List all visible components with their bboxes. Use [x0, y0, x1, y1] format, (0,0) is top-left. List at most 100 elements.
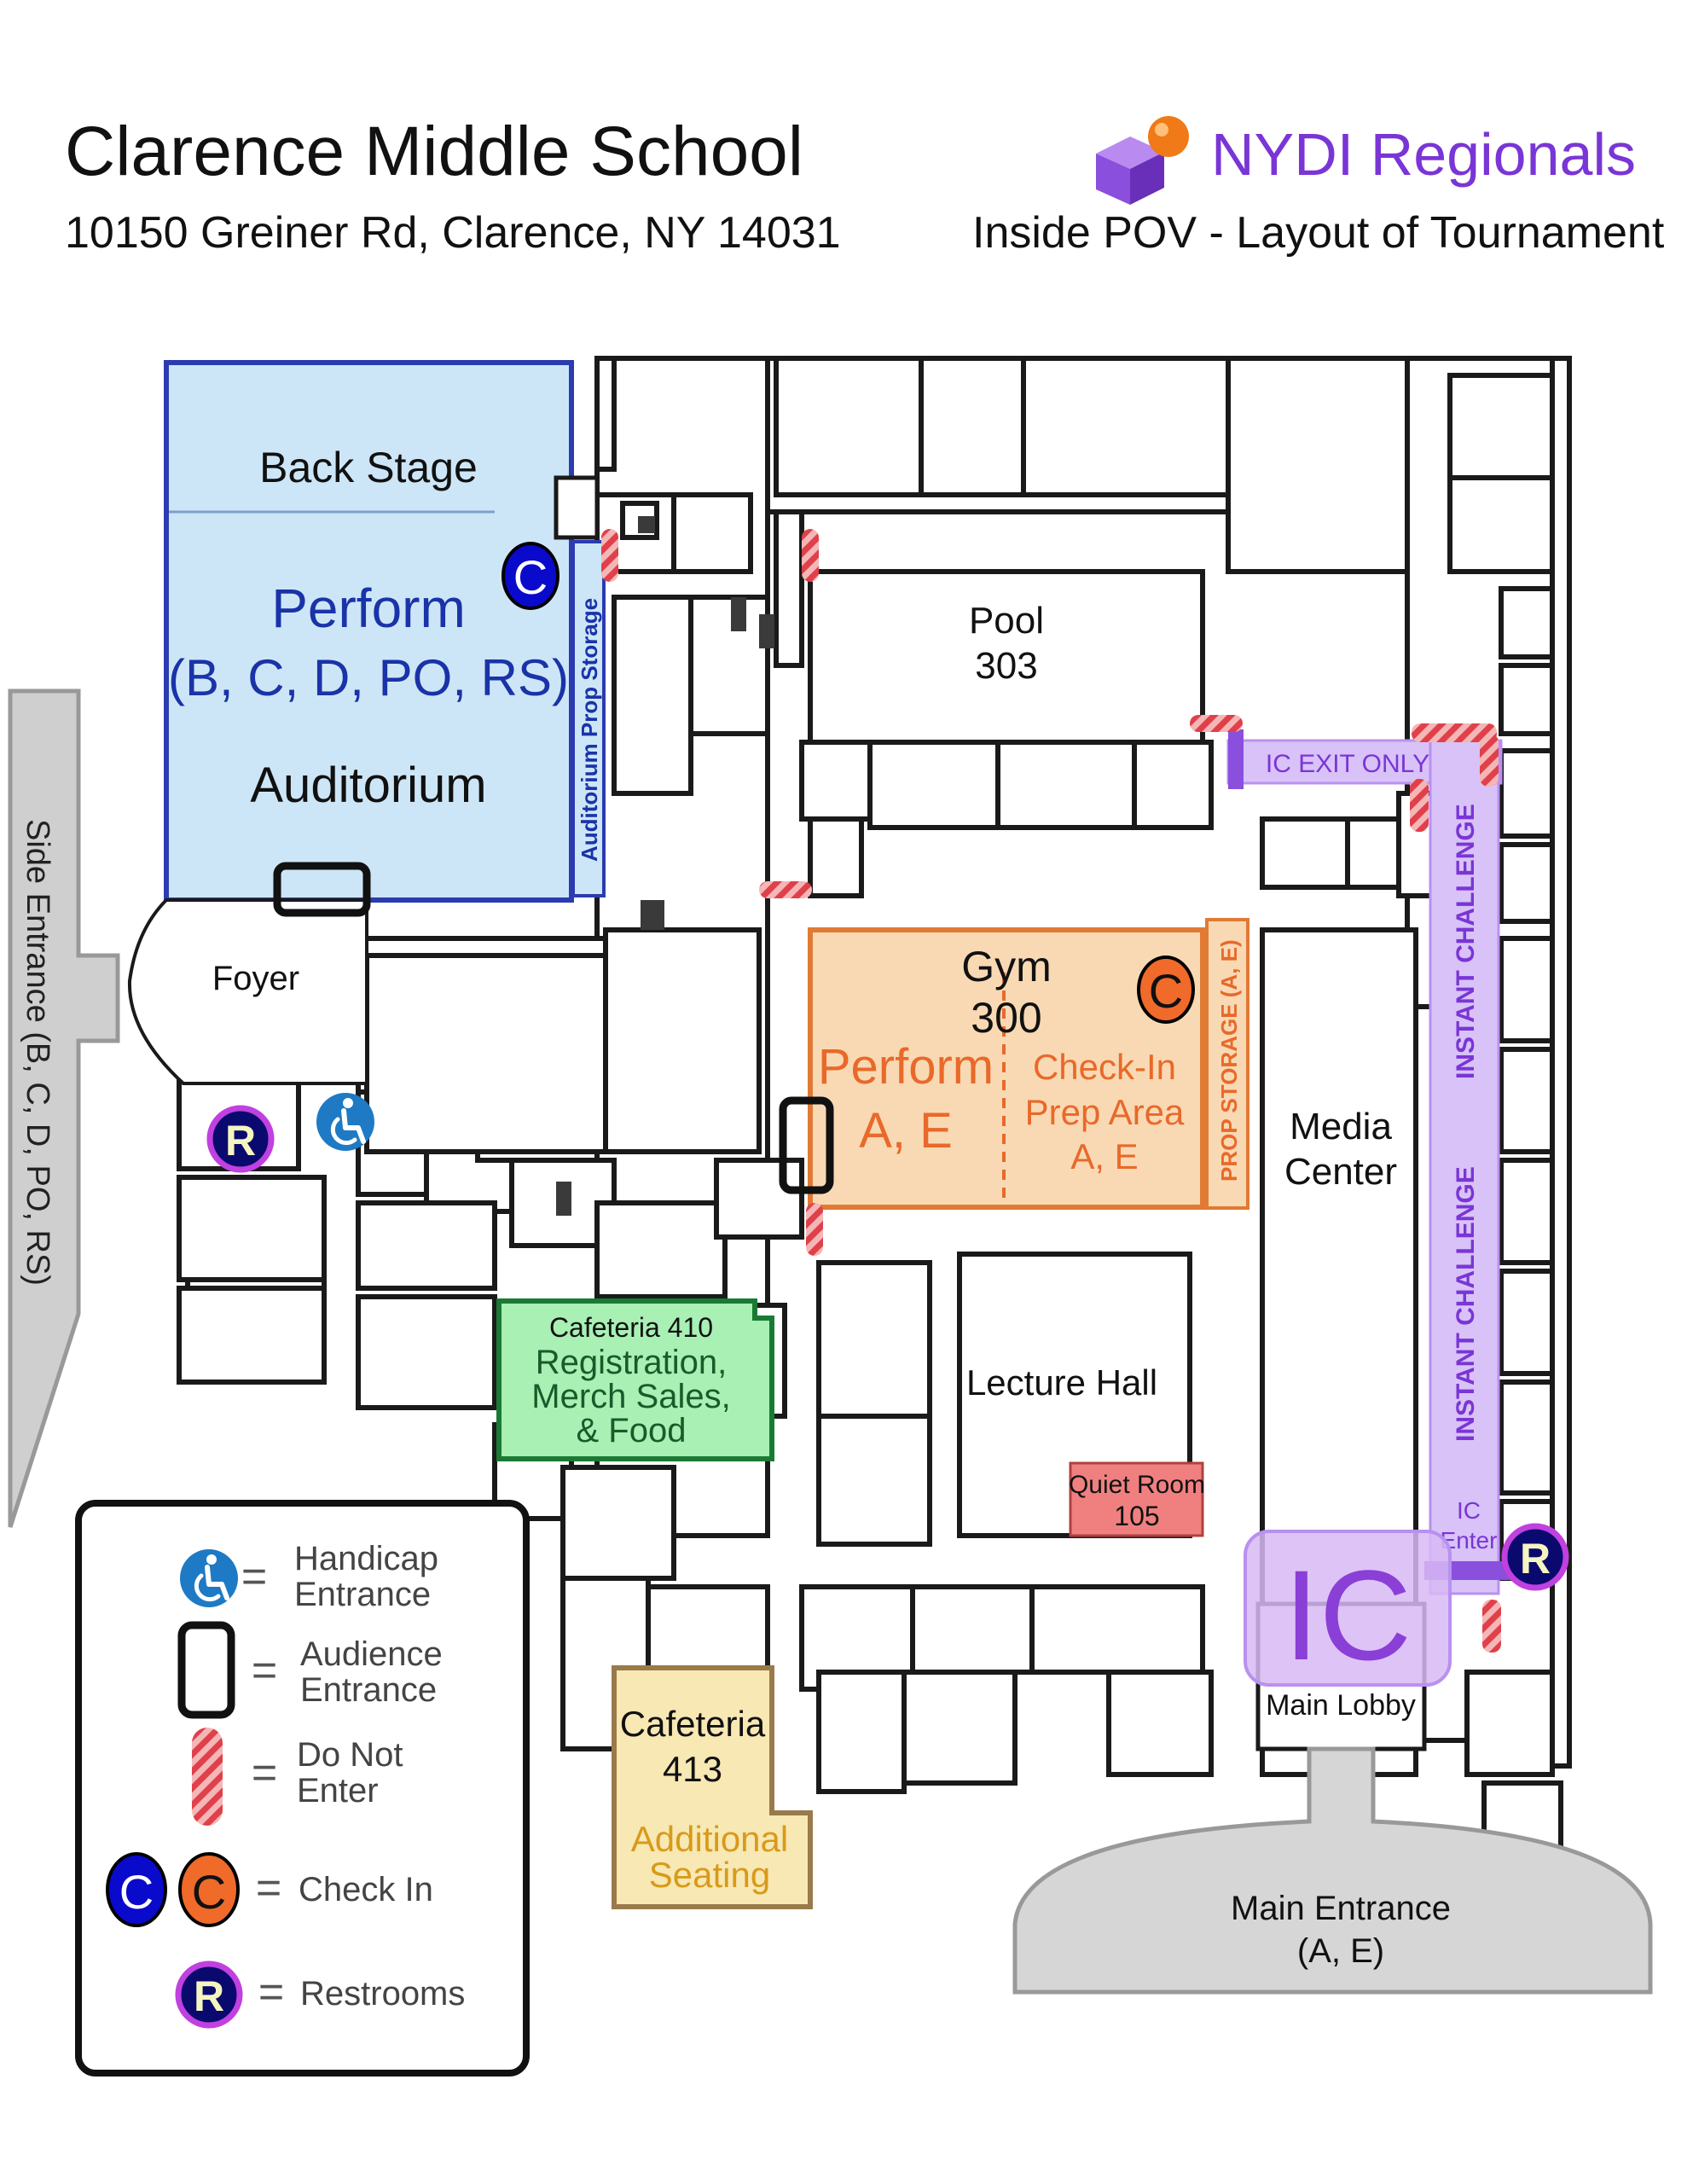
brand-name: NYDI Regionals [1211, 121, 1636, 188]
gym: Gym 300 Perform A, E Check-In Prep Area … [808, 927, 1205, 1210]
legend-equals: = [252, 1748, 277, 1798]
legend-restroom-icon: R [175, 1960, 243, 2029]
restroom-marker-letter: R [1520, 1535, 1551, 1583]
gym-number: 300 [971, 994, 1041, 1042]
instant-challenge-label-upper: INSTANT CHALLENGE [1452, 804, 1480, 1079]
legend-checkin-letter: C [119, 1865, 154, 1919]
restroom-marker: R [206, 1105, 275, 1173]
instant-challenge-label-lower: INSTANT CHALLENGE [1452, 1166, 1480, 1442]
checkin-marker-letter: C [513, 550, 548, 604]
checkin-marker-letter: C [1149, 964, 1183, 1018]
ic-exit-label: IC EXIT ONLY [1266, 750, 1429, 778]
auditorium-prop-storage-label: Auditorium Prop Storage [577, 598, 602, 862]
do-not-enter-marker [806, 1203, 823, 1256]
foyer-label: Foyer [212, 960, 299, 997]
cafeteria-410: Cafeteria 410 Registration, Merch Sales,… [496, 1298, 774, 1461]
do-not-enter-marker [1482, 1600, 1501, 1653]
checkin-area-label: Check-In [1033, 1047, 1176, 1087]
pool-number: 303 [975, 645, 1037, 687]
auditorium-prop-storage: Auditorium Prop Storage [571, 540, 606, 897]
restroom-marker: R [1501, 1523, 1569, 1591]
cafeteria-413-additional: Additional [631, 1819, 788, 1859]
legend-donot-label-2: Enter [297, 1772, 379, 1809]
audience-entrance-marker [273, 862, 371, 917]
cafeteria-413-number: 413 [663, 1749, 722, 1789]
quiet-room-number: 105 [1114, 1501, 1159, 1531]
main-entrance-divisions: (A, E) [1297, 1932, 1384, 1970]
do-not-enter-marker [1412, 723, 1497, 742]
legend-equals: = [241, 1552, 267, 1601]
ic-room-label: IC [1284, 1543, 1412, 1687]
legend-do-not-enter-icon [192, 1728, 223, 1826]
side-entrance-label: Side Entrance (B, C, D, PO, RS) [20, 819, 55, 1286]
lecture-hall-label: Lecture Hall [966, 1362, 1157, 1403]
cafeteria-410-line-4: & Food [577, 1412, 687, 1449]
legend-checkin-label: Check In [299, 1871, 433, 1908]
media-center: Media Center [1284, 1106, 1397, 1193]
restroom-marker-letter: R [225, 1117, 256, 1165]
cafeteria-410-line-3: Merch Sales, [531, 1378, 730, 1415]
main-lobby-label: Main Lobby [1266, 1689, 1416, 1722]
cafeteria-413-seating: Seating [649, 1855, 770, 1895]
do-not-enter-marker [1410, 779, 1429, 832]
auditorium-label: Auditorium [250, 758, 486, 813]
header: Clarence Middle School 10150 Greiner Rd,… [65, 113, 1665, 258]
cafeteria-410-label: Cafeteria 410 [549, 1312, 713, 1343]
legend-checkin-letter: C [192, 1865, 226, 1919]
address: 10150 Greiner Rd, Clarence, NY 14031 [65, 208, 841, 258]
legend-equals: = [256, 1863, 281, 1913]
logo-cubes-icon [1096, 116, 1189, 205]
legend-equals: = [252, 1646, 277, 1695]
instant-challenge-corridor: IC EXIT ONLY INSTANT CHALLENGE INSTANT C… [1226, 729, 1518, 1595]
main-entrance-label: Main Entrance [1231, 1890, 1451, 1927]
cafeteria-410-line-2: Registration, [536, 1344, 728, 1381]
do-not-enter-marker [759, 881, 812, 898]
side-entrance: Side Entrance (B, C, D, PO, RS) [8, 688, 120, 1528]
quiet-room: Quiet Room 105 [1069, 1461, 1205, 1537]
do-not-enter-marker [601, 529, 618, 582]
gym-prop-storage-label: PROP STORAGE (A, E) [1216, 939, 1242, 1182]
ic-enter-label: IC [1457, 1497, 1481, 1524]
media-center-label: Media [1290, 1106, 1392, 1147]
audience-entrance-marker [779, 1096, 834, 1194]
legend-checkin-orange-icon: C [178, 1852, 240, 1927]
gym-prop-storage: PROP STORAGE (A, E) [1205, 918, 1249, 1210]
page-title: Clarence Middle School [65, 113, 803, 190]
pool-label: Pool [969, 600, 1044, 642]
legend-restroom-letter: R [194, 1972, 224, 2020]
legend-restrooms-label: Restrooms [300, 1975, 465, 2013]
legend: = Handicap Entrance = Audience Entrance … [75, 1500, 530, 2077]
legend-checkin-blue-icon: C [106, 1852, 167, 1927]
auditorium: Back Stage Perform (B, C, D, PO, RS) Aud… [164, 360, 600, 903]
do-not-enter-marker [1190, 715, 1243, 732]
gym-label: Gym [961, 943, 1052, 990]
legend-handicap-label-2: Entrance [294, 1576, 431, 1613]
main-lobby: IC Main Lobby [1244, 1530, 1452, 1751]
do-not-enter-markers [601, 529, 1501, 1653]
auditorium-perform-label: Perform [271, 578, 466, 639]
legend-audience-label-2: Entrance [300, 1671, 437, 1709]
handicap-icon [316, 1093, 374, 1151]
legend-donot-label: Do Not [297, 1736, 403, 1774]
gym-perform-label: Perform [818, 1039, 994, 1095]
cafeteria-413-label: Cafeteria [620, 1704, 766, 1744]
legend-equals: = [258, 1967, 284, 2017]
media-center-label-2: Center [1284, 1151, 1397, 1193]
legend-handicap-label: Handicap [294, 1540, 438, 1577]
do-not-enter-marker [1480, 734, 1499, 787]
subtitle: Inside POV - Layout of Tournament [972, 208, 1665, 258]
cafeteria-413: Cafeteria 413 Additional Seating [612, 1665, 813, 1909]
do-not-enter-marker [802, 529, 819, 582]
backstage-label: Back Stage [259, 444, 478, 491]
gym-perform-divisions: A, E [859, 1103, 953, 1159]
main-entrance: Main Entrance (A, E) [1012, 1746, 1653, 1995]
legend-audience-label: Audience [300, 1635, 443, 1673]
prep-area-divisions: A, E [1070, 1136, 1138, 1176]
legend-audience-icon [177, 1621, 235, 1719]
building-walls [177, 356, 1572, 1862]
audience-entrance-markers [273, 862, 834, 1194]
foyer: Foyer [127, 898, 368, 1085]
prep-area-label: Prep Area [1025, 1092, 1185, 1132]
auditorium-perform-divisions: (B, C, D, PO, RS) [168, 649, 569, 706]
checkin-marker-blue: C [502, 542, 560, 610]
